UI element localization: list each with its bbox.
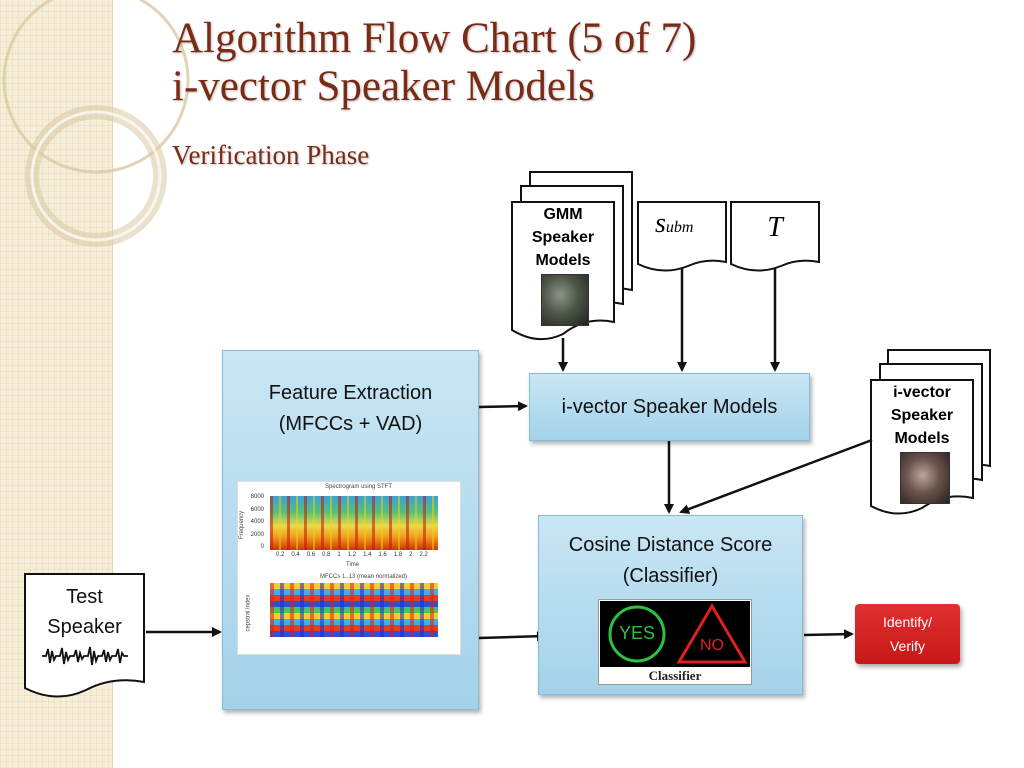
s-ubm-doc bbox=[637, 201, 727, 272]
test-speaker-doc bbox=[24, 573, 145, 698]
arrow-ivector-docs-to-cosine bbox=[679, 438, 873, 514]
spectrogram-title: Spectrogram using STFT bbox=[325, 484, 393, 490]
classifier-image: YES NO Classifier bbox=[598, 599, 752, 685]
identify-verify-button: Identify/ Verify bbox=[855, 604, 960, 664]
t-matrix-label: T bbox=[767, 212, 783, 243]
slide-title: Algorithm Flow Chart (5 of 7) bbox=[172, 15, 697, 62]
spectrogram-xlabel: Time bbox=[346, 562, 360, 568]
spectrogram-ylabel: Frequency bbox=[239, 510, 246, 540]
feature-extraction-line1: Feature Extraction bbox=[268, 382, 433, 404]
cosine-line1: Cosine Distance Score bbox=[568, 534, 773, 556]
gmm-speaker-models-label: GMM Speaker Models bbox=[531, 206, 595, 269]
head-mri-thumbnail-2 bbox=[900, 452, 950, 504]
waveform-icon bbox=[42, 646, 128, 666]
mfcc-ylabel: cepstral index bbox=[245, 594, 252, 632]
head-mri-thumbnail bbox=[541, 274, 589, 326]
classifier-caption: Classifier bbox=[648, 668, 702, 683]
decorative-rings bbox=[2, 0, 190, 247]
spectrogram-heatmap bbox=[270, 496, 438, 550]
classifier-yes: YES bbox=[618, 623, 656, 643]
feature-extraction-line2: (MFCCs + VAD) bbox=[278, 413, 423, 435]
ivector-speaker-models-label: i-vector Speaker Models bbox=[890, 384, 954, 447]
classifier-no: NO bbox=[700, 637, 724, 654]
slide-title-line2: i-vector Speaker Models bbox=[172, 63, 595, 110]
arrow-feature-to-ivector bbox=[478, 401, 528, 412]
arrow-feature-to-cosine bbox=[478, 631, 547, 642]
ivector-speaker-models-label: i-vector Speaker Models bbox=[561, 396, 778, 418]
ivector-speaker-models-box: i-vector Speaker Models bbox=[529, 373, 810, 441]
arrow-cosine-to-verify bbox=[803, 629, 854, 640]
mfcc-title: MFCCs 1..13 (mean normalized) bbox=[320, 574, 408, 580]
slide-subtitle: Verification Phase bbox=[172, 140, 370, 170]
cosine-line2: (Classifier) bbox=[622, 565, 719, 587]
mfcc-heatmap bbox=[270, 583, 438, 637]
s-ubm-label: subm bbox=[655, 208, 694, 239]
classifier-graphic bbox=[600, 601, 750, 667]
t-matrix-doc bbox=[730, 201, 820, 272]
test-speaker-label: Test Speaker bbox=[47, 586, 122, 638]
